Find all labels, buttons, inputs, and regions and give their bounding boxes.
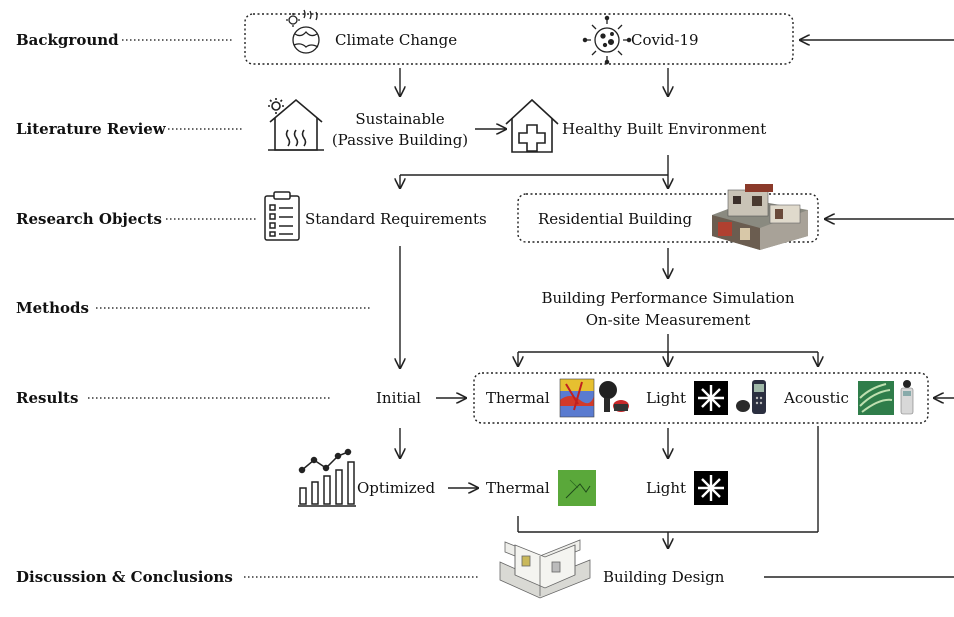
node-simulation-line1: Building Performance Simulation bbox=[541, 289, 795, 307]
globe-sun-icon bbox=[286, 9, 320, 54]
light-burst-image bbox=[694, 381, 728, 415]
stage-literature-review: Literature Review bbox=[16, 120, 166, 138]
node-standard-requirements: Standard Requirements bbox=[305, 210, 487, 228]
node-sustainable-line1: Sustainable bbox=[355, 110, 445, 128]
node-building-design: Building Design bbox=[603, 568, 725, 586]
stage-research-objects: Research Objects bbox=[16, 210, 162, 228]
node-residential-building: Residential Building bbox=[538, 210, 693, 228]
node-covid: Covid-19 bbox=[631, 31, 699, 49]
stage-methods: Methods bbox=[16, 299, 89, 317]
building-model-image bbox=[499, 539, 591, 599]
thermal-map-image bbox=[559, 378, 595, 418]
node-sustainable-line2: (Passive Building) bbox=[331, 131, 469, 149]
background-box bbox=[244, 13, 794, 65]
house-cross-icon bbox=[505, 98, 559, 153]
stage-results: Results bbox=[16, 389, 79, 407]
node-light: Light bbox=[646, 389, 687, 407]
node-optimized: Optimized bbox=[357, 479, 436, 497]
node-thermal: Thermal bbox=[486, 389, 550, 407]
light-burst-optimized-image bbox=[694, 471, 728, 505]
node-climate-change: Climate Change bbox=[335, 31, 458, 49]
lux-meter-image bbox=[736, 380, 766, 414]
stage-discussion: Discussion & Conclusions bbox=[16, 568, 233, 586]
node-light-optimized: Light bbox=[646, 479, 687, 497]
node-thermal-optimized: Thermal bbox=[486, 479, 550, 497]
clipboard-icon bbox=[264, 191, 300, 241]
node-initial: Initial bbox=[376, 389, 421, 407]
residential-box bbox=[517, 193, 819, 243]
results-box bbox=[473, 372, 929, 424]
house-heat-icon bbox=[268, 98, 324, 151]
node-acoustic: Acoustic bbox=[784, 389, 849, 407]
stage-background: Background bbox=[16, 31, 119, 49]
node-simulation-line2: On-site Measurement bbox=[585, 311, 751, 329]
bar-line-chart-icon bbox=[298, 448, 356, 507]
anemometer-image bbox=[599, 381, 629, 412]
virus-icon bbox=[582, 15, 632, 65]
thermal-optimized-image bbox=[558, 470, 596, 506]
3d-house-model-image bbox=[712, 184, 808, 250]
node-healthy-built-environment: Healthy Built Environment bbox=[562, 120, 767, 138]
acoustic-map-image bbox=[858, 381, 894, 415]
sound-meter-image bbox=[900, 380, 914, 415]
